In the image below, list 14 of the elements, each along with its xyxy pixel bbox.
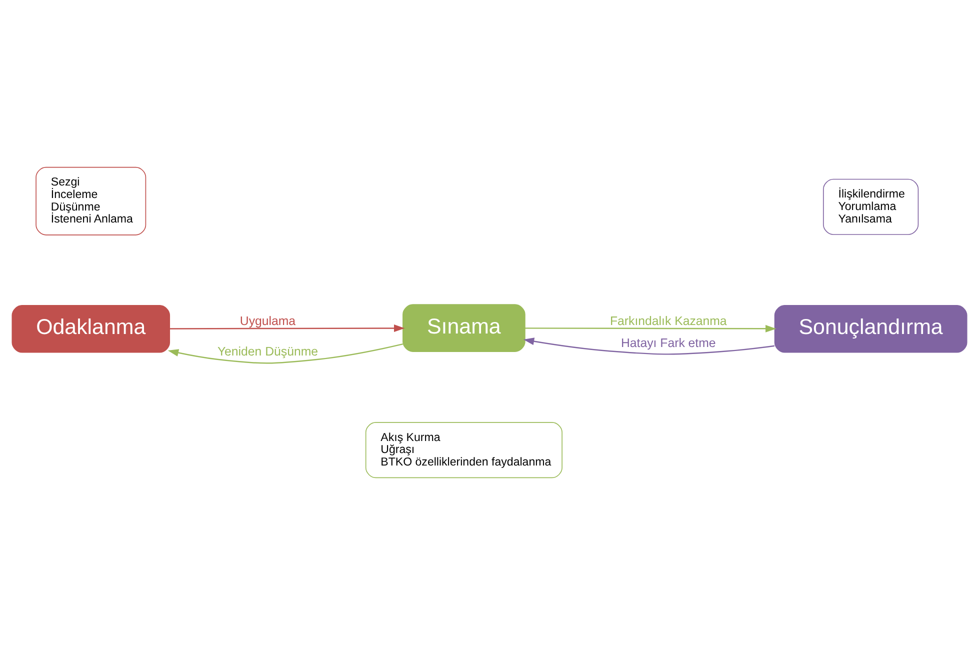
node-box: Odaklanma — [12, 304, 170, 353]
edge-label: Yeniden Düşünme — [217, 344, 318, 358]
arrow — [168, 343, 403, 364]
arrow — [170, 324, 405, 332]
edge-label: Hatayı Fark etme — [621, 336, 716, 350]
node-box: Sınama — [402, 304, 526, 352]
arrow — [523, 338, 775, 355]
arrow — [524, 324, 776, 332]
edge-label: Uygulama — [240, 314, 296, 328]
node-box: Akış Kurma Uğraşı BTKO özelliklerinden faydalanma — [365, 422, 562, 478]
node-box: Sezgi İnceleme Düşünme İsteneni Anlama — [36, 166, 146, 236]
node-box: Sonuçlandırma — [774, 304, 968, 353]
edge-label: Farkındalık Kazanma — [610, 314, 727, 328]
node-box: İlişkilendirme Yorumlama Yanılsama — [822, 178, 919, 235]
